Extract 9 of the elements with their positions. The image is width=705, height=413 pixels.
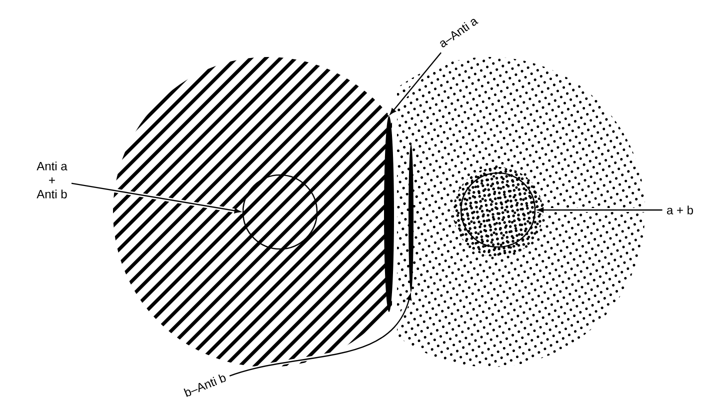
arrow [71,181,243,214]
reagent-label: Anti a + Anti b [36,162,68,198]
precipitin-band [384,116,394,312]
well-circle [242,174,318,250]
arrow [387,51,443,118]
well-circle [460,172,536,248]
arrow [536,207,662,213]
arrow [229,292,413,378]
reagent-label: a + b [667,206,693,214]
